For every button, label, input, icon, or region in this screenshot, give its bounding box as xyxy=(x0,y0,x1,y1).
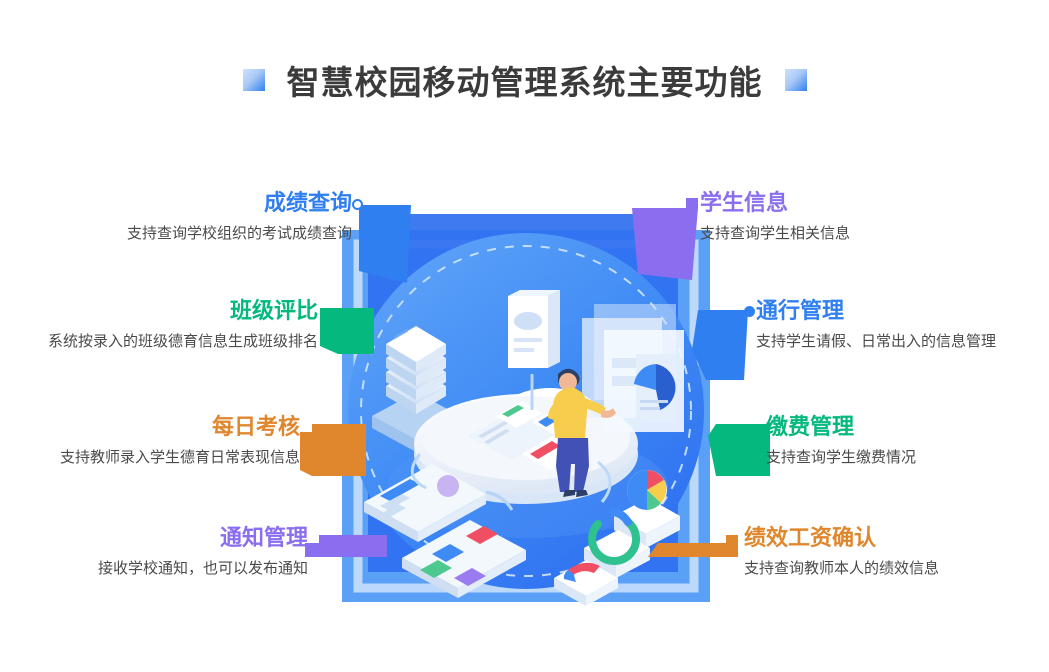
feature-heading: 成绩查询 xyxy=(263,191,352,216)
feature-label-class-rating[interactable]: 班级评比 系统按录入的班级德育信息生成班级排名 xyxy=(0,299,318,351)
hero-circle-dashed-ring xyxy=(360,245,692,577)
server-rack-icon xyxy=(372,326,460,452)
document-card-icon xyxy=(508,290,560,410)
feature-heading: 绩效工资确认 xyxy=(744,526,877,551)
feature-label-notice-management[interactable]: 通知管理 接收学校通知，也可以发布通知 xyxy=(0,526,308,578)
title-decoration-left-icon xyxy=(242,69,265,91)
feature-description: 系统按录入的班级德育信息生成班级排名 xyxy=(47,332,318,351)
feature-label-performance-salary[interactable]: 绩效工资确认 支持查询教师本人的绩效信息 xyxy=(744,526,940,578)
connector-performance-salary xyxy=(648,535,738,557)
feature-description: 支持查询学生相关信息 xyxy=(700,224,851,243)
feature-description: 接收学校通知，也可以发布通知 xyxy=(97,559,308,578)
connector-class-rating xyxy=(320,308,374,354)
feature-heading: 通知管理 xyxy=(219,526,308,551)
connector-daily-assessment xyxy=(300,424,366,476)
feature-heading: 班级评比 xyxy=(229,299,318,324)
feature-label-payment-management[interactable]: 缴费管理 支持查询学生缴费情况 xyxy=(766,415,917,467)
feature-heading: 每日考核 xyxy=(211,415,300,440)
connector-notice-management xyxy=(305,535,387,557)
connector-wires xyxy=(410,453,612,503)
connector-student-info xyxy=(632,198,698,280)
feature-description: 支持查询学生缴费情况 xyxy=(766,448,917,467)
feature-label-student-info[interactable]: 学生信息 支持查询学生相关信息 xyxy=(700,191,851,243)
feature-description: 支持查询学校组织的考试成绩查询 xyxy=(126,224,352,243)
mobile-app-tiles-icon xyxy=(364,464,526,598)
feature-heading: 学生信息 xyxy=(700,191,789,216)
connector-payment-management xyxy=(708,424,770,476)
connector-score-query xyxy=(359,205,411,283)
feature-label-access-management[interactable]: 通行管理 支持学生请假、日常出入的信息管理 xyxy=(756,299,997,351)
feature-label-score-query[interactable]: 成绩查询 支持查询学校组织的考试成绩查询 xyxy=(0,191,352,243)
central-illustration xyxy=(336,186,716,618)
feature-heading: 通行管理 xyxy=(756,299,845,324)
person-figure-icon xyxy=(548,368,616,497)
connector-access-management xyxy=(692,310,748,380)
feature-description: 支持学生请假、日常出入的信息管理 xyxy=(756,332,997,351)
connector-dot-access-management xyxy=(744,306,755,317)
feature-heading: 缴费管理 xyxy=(766,415,855,440)
feature-description: 支持教师录入学生德育日常表现信息 xyxy=(59,448,300,467)
page-title-row: 智慧校园移动管理系统主要功能 xyxy=(0,56,1049,104)
analytics-charts-icon xyxy=(554,470,680,606)
dashboard-screen-icon xyxy=(582,304,684,432)
title-decoration-right-icon xyxy=(784,69,807,91)
feature-description: 支持查询教师本人的绩效信息 xyxy=(744,559,940,578)
feature-label-daily-assessment[interactable]: 每日考核 支持教师录入学生德育日常表现信息 xyxy=(0,415,300,467)
connector-dot-score-query xyxy=(352,199,363,210)
page-title: 智慧校园移动管理系统主要功能 xyxy=(286,63,763,102)
